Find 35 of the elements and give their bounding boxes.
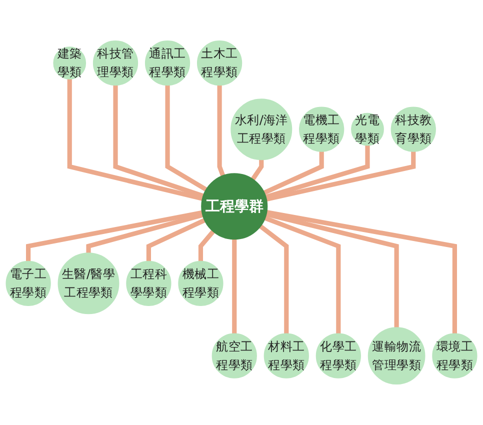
connector <box>232 239 237 334</box>
node-circle: 環境工程學類 <box>432 333 478 378</box>
connector <box>259 224 289 334</box>
connector <box>250 160 264 180</box>
connector <box>266 152 416 202</box>
node-circle: 化學工程學類 <box>316 333 361 378</box>
node-circle: 工程科學學類 <box>126 260 172 306</box>
node-circle: 運輸物流管理學類 <box>368 327 426 385</box>
node-circle: 光電學類 <box>351 112 384 146</box>
node-circle: 材料工程學類 <box>264 333 309 378</box>
node-circle: 建築學類 <box>53 46 86 80</box>
connector <box>86 212 204 254</box>
node-circle: 機械工程學類 <box>178 260 224 306</box>
connector <box>265 145 370 200</box>
connector <box>113 85 204 198</box>
node-circle: 科技教育學類 <box>390 106 436 152</box>
connector <box>217 85 226 176</box>
connector <box>26 210 203 262</box>
connector <box>67 79 203 201</box>
node-circle: 電子工程學類 <box>6 260 51 306</box>
node-circle: 生醫/醫學工程學類 <box>58 252 120 314</box>
connector <box>263 152 324 195</box>
node-circle: 電機工程學類 <box>299 106 344 152</box>
connector <box>264 216 341 334</box>
connector <box>266 210 457 334</box>
node-circle: 航空工程學類 <box>212 333 257 378</box>
node-circle: 土木工程學類 <box>196 40 242 86</box>
node-circle: 科技管理學類 <box>92 40 138 86</box>
connector <box>266 212 399 328</box>
connector <box>165 85 208 192</box>
connector <box>146 218 206 262</box>
node-circle: 水利/海洋工程學類 <box>230 98 292 160</box>
connector <box>198 230 215 262</box>
node-circle: 工程學群 <box>201 173 268 240</box>
node-circle: 通訊工程學類 <box>144 40 190 86</box>
